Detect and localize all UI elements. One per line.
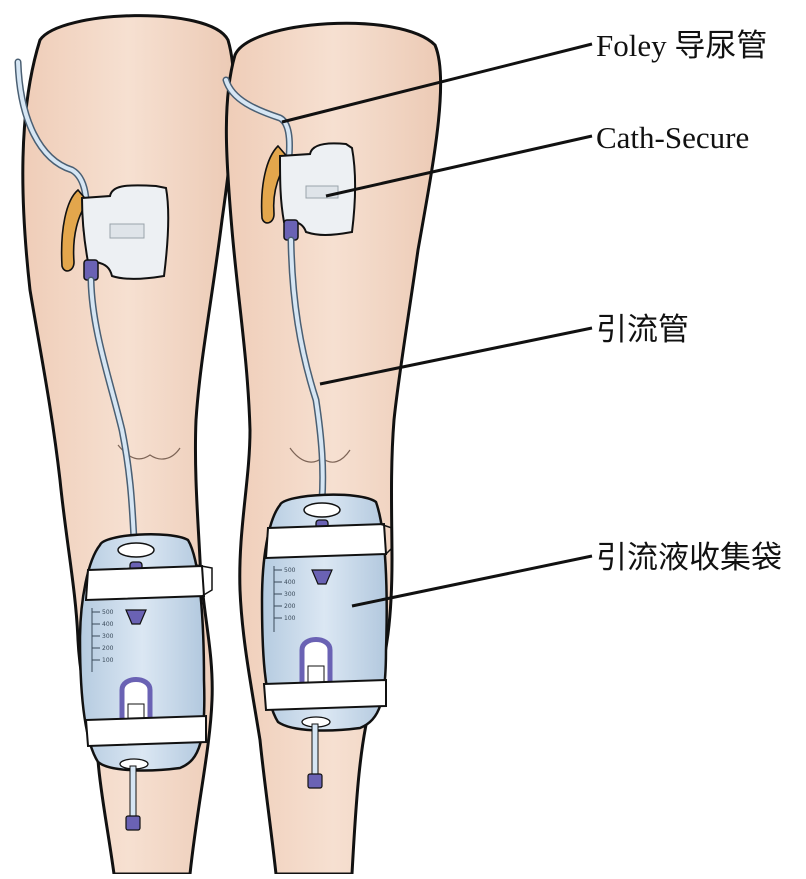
drain-bag-label: 引流液收集袋 xyxy=(596,540,782,575)
left-bag-top-strap xyxy=(86,566,204,600)
left-scale-500: 500 xyxy=(102,609,114,616)
right-scale-400: 400 xyxy=(284,579,296,586)
right-scale-500: 500 xyxy=(284,567,296,574)
right-bag-top-strap xyxy=(266,524,386,558)
left-bag-drain-valve xyxy=(126,816,140,830)
drain-tube-label: 引流管 xyxy=(596,312,689,347)
right-bag-drain-valve xyxy=(308,774,322,788)
left-scale-300: 300 xyxy=(102,633,114,640)
right-scale-100: 100 xyxy=(284,615,296,622)
right-scale-200: 200 xyxy=(284,603,296,610)
foley-label: Foley 导尿管 xyxy=(596,28,767,63)
left-scale-200: 200 xyxy=(102,645,114,652)
left-scale-100: 100 xyxy=(102,657,114,664)
cath-secure-label: Cath-Secure xyxy=(596,120,749,155)
left-bag-bottom-strap xyxy=(86,716,206,746)
right-scale-300: 300 xyxy=(284,591,296,598)
left-scale-400: 400 xyxy=(102,621,114,628)
right-bag-bottom-strap xyxy=(264,680,386,710)
